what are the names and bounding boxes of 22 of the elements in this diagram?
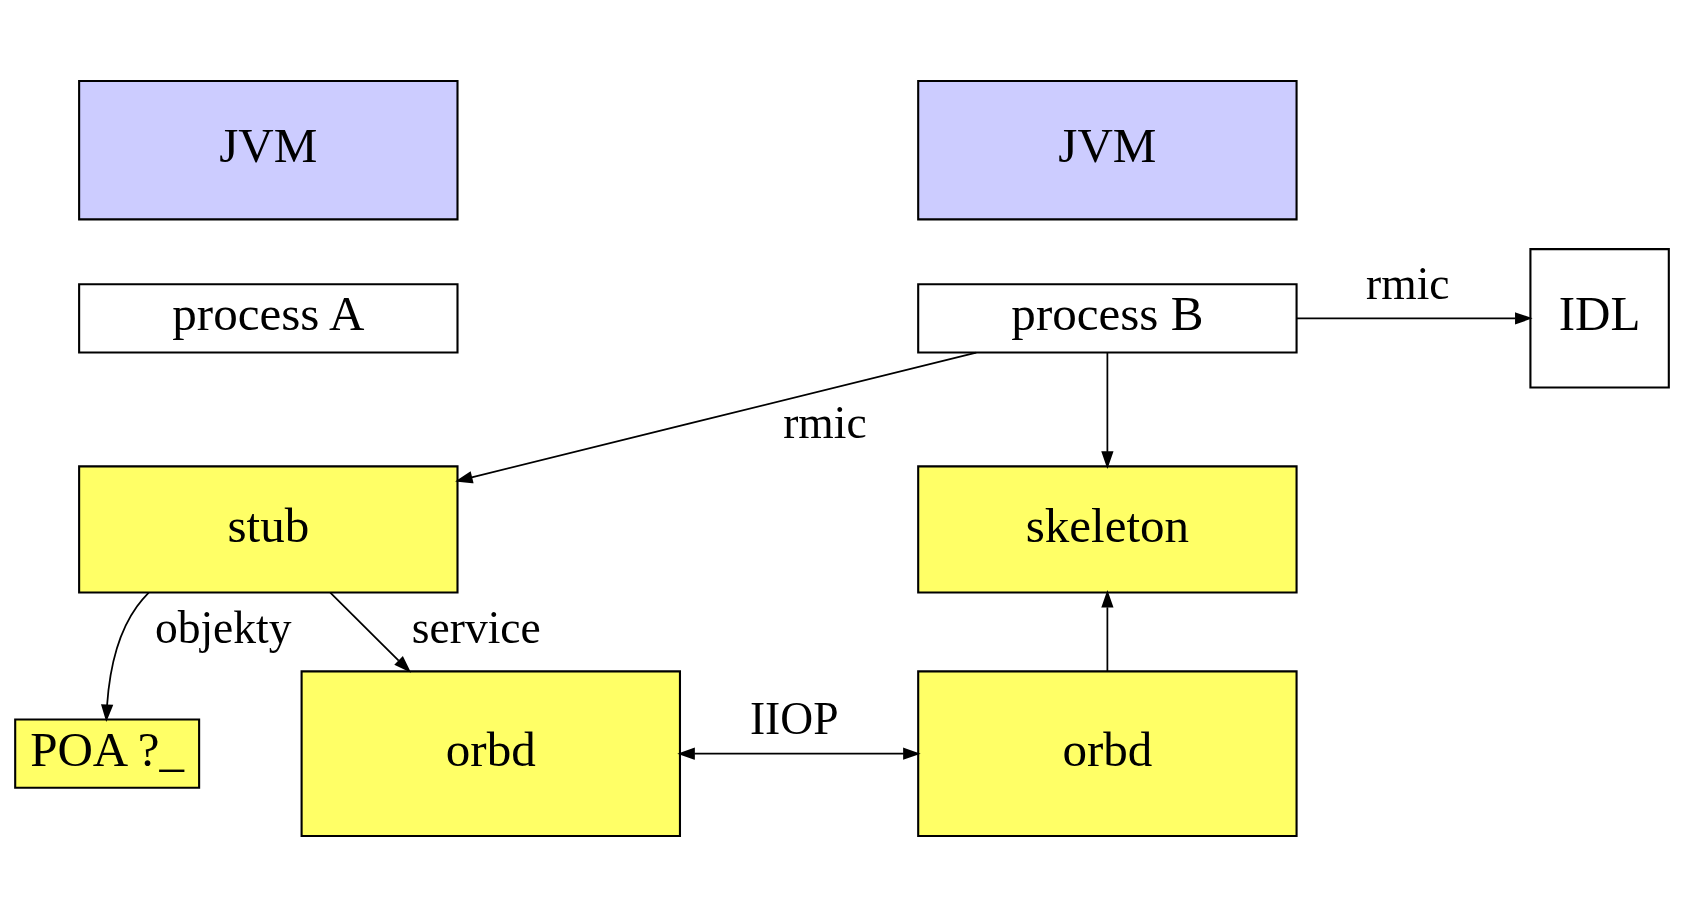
edge-label: rmic [783, 397, 867, 449]
arrow [1101, 590, 1114, 672]
node-box: IDL [1529, 248, 1670, 389]
node-box: JVM [917, 79, 1298, 221]
arrow [101, 591, 150, 723]
edge-label: service [411, 601, 541, 653]
arrow [455, 351, 978, 484]
node-box: orbd [300, 670, 681, 838]
node-box: skeleton [917, 465, 1298, 594]
node-box: process B [917, 283, 1298, 354]
edge-label: IIOP [749, 693, 837, 745]
arrow [677, 747, 921, 760]
arrow [1296, 312, 1533, 325]
arrow [1101, 351, 1114, 469]
node-box: stub [78, 465, 459, 594]
edge-label: rmic [1366, 257, 1450, 309]
edge-label: objekty [154, 601, 292, 653]
node-box: POA ?_ [14, 718, 201, 789]
node-box: JVM [78, 79, 459, 221]
node-box: process A [78, 283, 459, 354]
arrow [329, 591, 412, 673]
node-box: orbd [917, 670, 1298, 838]
